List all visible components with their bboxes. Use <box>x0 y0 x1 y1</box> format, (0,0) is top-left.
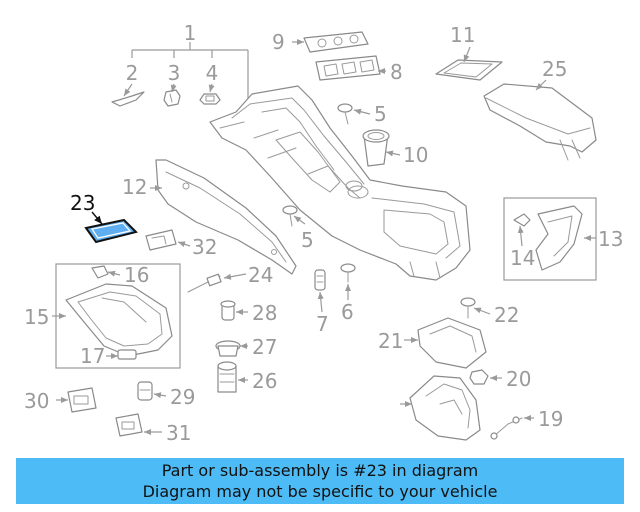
info-banner: Part or sub-assembly is #23 in diagram D… <box>16 458 624 504</box>
leader-lines <box>52 39 596 435</box>
callout-9: 9 <box>272 30 285 54</box>
screw-part-5-lower <box>282 205 298 227</box>
callout-5-lower: 5 <box>301 228 314 252</box>
callout-27: 27 <box>252 335 277 359</box>
callout-10: 10 <box>403 143 428 167</box>
callout-4: 4 <box>206 61 219 85</box>
screw-part-22 <box>460 297 476 319</box>
callout-2: 2 <box>126 61 139 85</box>
switch-part-30 <box>67 387 97 413</box>
callout-24: 24 <box>248 263 273 287</box>
wire-part-24 <box>187 273 222 293</box>
callout-30: 30 <box>24 389 49 413</box>
screw-part-6 <box>340 263 356 283</box>
shifter-part-18 <box>409 375 481 441</box>
switch-unit-part-8 <box>315 55 381 81</box>
screw-part-5-upper <box>337 103 353 125</box>
callout-13: 13 <box>598 227 623 251</box>
switch-part-31 <box>115 413 143 437</box>
callout-29: 29 <box>170 385 195 409</box>
center-console-body <box>209 85 471 281</box>
cup-holder-part-10 <box>362 129 390 167</box>
banner-line-disclaimer: Diagram may not be specific to your vehi… <box>142 482 498 501</box>
clip-part-7 <box>314 269 326 291</box>
mat-part-11 <box>435 59 503 81</box>
callout-1: 1 <box>184 21 197 45</box>
callout-19: 19 <box>538 407 563 431</box>
callout-3: 3 <box>168 61 181 85</box>
sleeve-part-26 <box>217 361 237 393</box>
socket-part-27 <box>215 340 241 357</box>
callout-32: 32 <box>192 235 217 259</box>
connector-part-29 <box>137 381 153 401</box>
side-panel-part-12 <box>155 159 297 275</box>
callout-17: 17 <box>80 344 105 368</box>
bulb-part-28 <box>220 300 236 321</box>
callout-1-bracket <box>131 42 251 108</box>
assembly-box-13 <box>503 197 597 281</box>
callout-5-upper: 5 <box>374 102 387 126</box>
callout-26: 26 <box>252 369 277 393</box>
clip-part-4 <box>199 93 221 105</box>
trim-clip-part-2 <box>111 91 145 107</box>
assembly-box-15 <box>55 263 181 369</box>
callout-20: 20 <box>506 367 531 391</box>
callout-25: 25 <box>542 57 567 81</box>
callout-11: 11 <box>450 23 475 47</box>
callout-14: 14 <box>510 246 535 270</box>
callout-23-highlighted: 23 <box>70 191 95 215</box>
armrest-lid-part-25 <box>483 83 597 161</box>
callout-labels: 1 2 3 4 5 5 6 7 8 9 10 11 12 13 14 15 16… <box>24 21 623 445</box>
callout-12: 12 <box>122 175 147 199</box>
switch-part-32 <box>145 229 177 251</box>
callout-28: 28 <box>252 301 277 325</box>
banner-line-part-number: Part or sub-assembly is #23 in diagram <box>161 461 479 480</box>
callout-15: 15 <box>24 305 49 329</box>
bracket-part-21 <box>417 317 487 369</box>
highlighted-part-23[interactable] <box>84 218 138 244</box>
callout-21: 21 <box>378 329 403 353</box>
nut-part-20 <box>469 369 489 385</box>
callout-22: 22 <box>494 303 519 327</box>
callout-6: 6 <box>341 300 354 324</box>
clip-part-3 <box>163 89 181 107</box>
callout-8: 8 <box>390 60 403 84</box>
cable-part-19 <box>490 416 523 440</box>
callout-16: 16 <box>124 263 149 287</box>
callout-31: 31 <box>166 421 191 445</box>
callout-7: 7 <box>316 312 329 336</box>
control-panel-part-9 <box>303 31 369 53</box>
